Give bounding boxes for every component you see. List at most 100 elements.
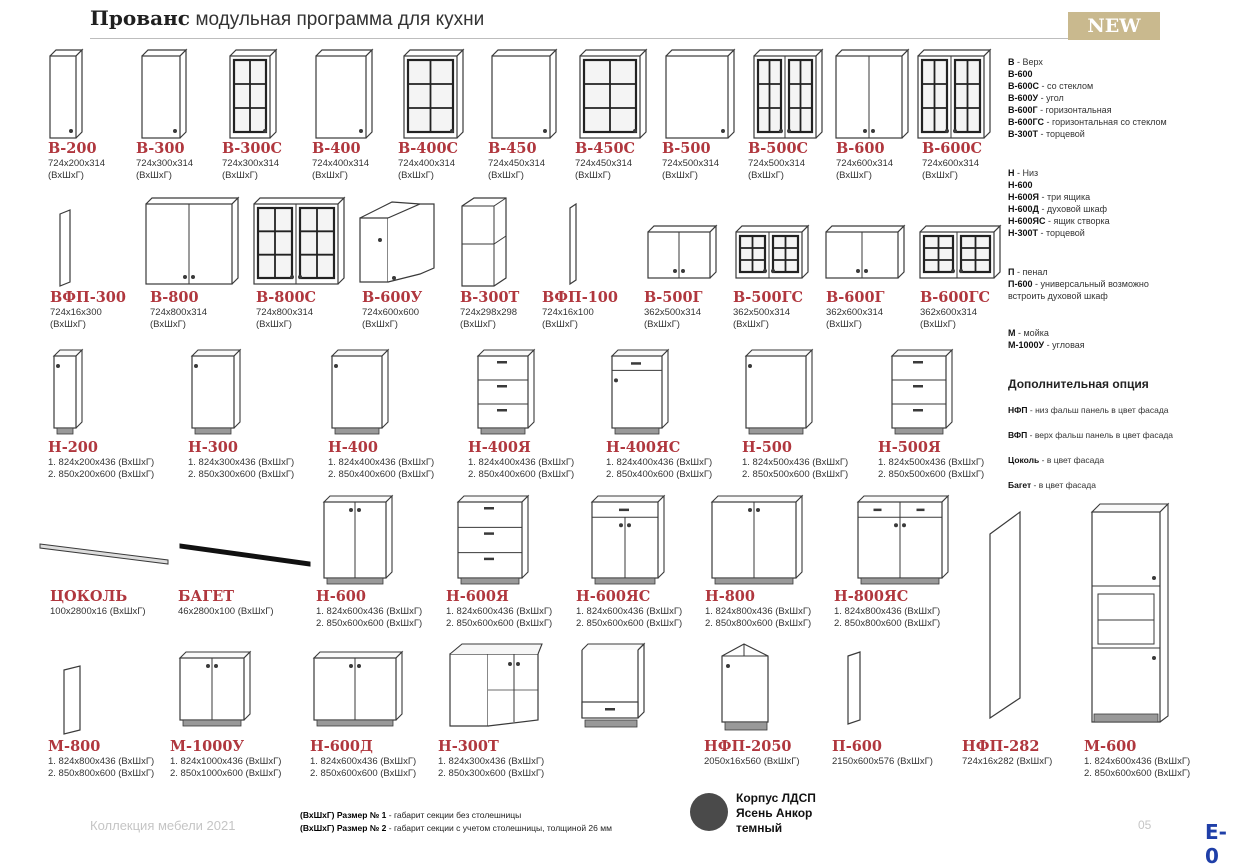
item-dimensions-2: 2. 850х500х600 (ВхШхГ) [742,469,849,480]
legend-key: Н-300Т [1008,228,1039,238]
cabinet-drawing [402,48,467,140]
item-code: Н-300 [188,439,238,456]
item-dimensions-1: 1. 824х600х436 (ВхШхГ) [576,606,683,617]
cabinet-drawing [38,540,170,566]
legend-text: - угол [1038,93,1064,103]
material-label: Корпус ЛДСП Ясень Анкор темный [736,791,816,835]
legend-text: - горизонтальная [1037,105,1112,115]
item-dimensions-2: 2. 850х400х600 (ВхШхГ) [328,469,435,480]
legend-text: - ящик створка [1045,216,1110,226]
title-bold: Прованс [90,6,190,30]
item-dimensions-2: 2. 850х400х600 (ВхШхГ) [606,469,713,480]
item-dimensions-1: 724х600х600 [362,307,420,318]
item-code: В-800С [256,289,317,306]
cabinet-drawing [744,348,816,438]
item-code: В-600Г [826,289,885,306]
item-dimensions-1: 1. 824х800х436 (ВхШхГ) [705,606,812,617]
legend-key: П-600 [1008,279,1033,289]
item-code: В-500Г [644,289,703,306]
legend-key: В-300Т [1008,129,1039,139]
item-dimensions-1: 724х16х282 (ВхШхГ) [962,756,1053,767]
item-code: Н-400Я [468,439,531,456]
size-note-1: (ВхШхГ) Размер № 1 - габарит секции без … [300,810,521,820]
item-dimensions-2: 2. 850х800х600 (ВхШхГ) [834,618,941,629]
item-dimensions-2: 2. 850х500х600 (ВхШхГ) [878,469,985,480]
cabinet-drawing [710,494,806,588]
item-code: П-600 [832,738,882,755]
cabinet-drawing [916,48,994,140]
option-key: НФП [1008,405,1028,415]
legend-line: Н-600Я - три ящика [1008,191,1110,203]
item-dimensions-2: (ВхШхГ) [398,170,434,181]
item-code: НФП-282 [962,738,1040,755]
item-dimensions-1: 1. 824х1000х436 (ВхШхГ) [170,756,282,767]
item-dimensions-2: 2. 850х300х600 (ВхШхГ) [188,469,295,480]
cabinet-drawing [178,540,312,568]
item-dimensions-2: (ВхШхГ) [920,319,956,330]
item-dimensions-1: 1. 824х500х436 (ВхШхГ) [878,457,985,468]
item-code: Н-300Т [438,738,499,755]
cabinet-drawing [252,196,348,286]
cabinet-drawing [144,196,242,286]
item-dimensions-2: 2. 850х800х600 (ВхШхГ) [705,618,812,629]
legend-key: В-600Г [1008,105,1038,115]
item-dimensions-1: 724х500х314 [748,158,806,169]
legend-line: Н-600Д - духовой шкаф [1008,203,1110,215]
item-dimensions-1: 1. 824х800х436 (ВхШхГ) [834,606,941,617]
option-key: Багет [1008,480,1032,490]
item-code: В-450 [488,140,537,157]
item-code: В-200 [48,140,97,157]
cabinet-drawing [62,664,84,736]
item-code: Н-200 [48,439,98,456]
item-dimensions-2: 2. 850х400х600 (ВхШхГ) [468,469,575,480]
cabinet-drawing [58,208,74,288]
cabinet-drawing [734,224,812,280]
item-dimensions-1: 1. 824х600х436 (ВхШхГ) [446,606,553,617]
item-dimensions-1: 724х16х100 [542,307,594,318]
legend-key: М [1008,328,1016,338]
legend-text: - мойка [1015,328,1049,338]
item-dimensions-1: 100х2800х16 (ВхШхГ) [50,606,146,617]
collection-caption: Коллекция мебели 2021 [90,818,236,833]
item-code: В-300Т [460,289,520,306]
cabinet-drawing [330,348,392,438]
cabinet-drawing [1090,502,1172,730]
cabinet-drawing [720,642,776,734]
cabinet-drawing [312,650,406,730]
legend-line: В - Верх [1008,56,1167,68]
cabinet-drawing [448,642,544,730]
item-dimensions-1: 724х200х314 [48,158,106,169]
item-code: В-600 [836,140,885,157]
item-code: В-500 [662,140,711,157]
item-dimensions-1: 724х450х314 [575,158,633,169]
item-dimensions-1: 1. 824х400х436 (ВхШхГ) [606,457,713,468]
item-code: Н-600 [316,588,366,605]
item-dimensions-2: (ВхШхГ) [826,319,862,330]
item-code: М-800 [48,738,101,755]
legend-line: В-600 [1008,68,1167,80]
size-note-2: (ВхШхГ) Размер № 2 - габарит секции с уч… [300,823,612,833]
title-divider [90,38,1160,39]
cabinet-drawing [646,224,720,280]
cabinet-drawing [460,196,512,288]
page-number: 05 [1138,818,1152,832]
cabinet-drawing [456,494,532,588]
cabinet-drawing [228,48,280,140]
item-dimensions-1: 362х600х314 [920,307,978,318]
legend-text: - духовой шкаф [1038,204,1108,214]
item-dimensions-2: (ВхШхГ) [662,170,698,181]
cabinet-drawing [178,650,254,730]
item-dimensions-1: 724х800х314 [256,307,314,318]
legend-text: - универсальный возможно [1032,279,1149,289]
item-dimensions-1: 724х600х314 [836,158,894,169]
item-dimensions-2: (ВхШхГ) [50,319,86,330]
option-key: Цоколь [1008,455,1040,465]
option-text: - в цвет фасада [1031,480,1096,490]
item-code: Н-500 [742,439,792,456]
legend-text: - горизонтальная со стеклом [1044,117,1167,127]
item-code: М-600 [1084,738,1137,755]
option-line: Багет - в цвет фасада [1008,480,1096,490]
item-code: М-1000У [170,738,245,755]
legend-line: В-300Т - торцевой [1008,128,1167,140]
